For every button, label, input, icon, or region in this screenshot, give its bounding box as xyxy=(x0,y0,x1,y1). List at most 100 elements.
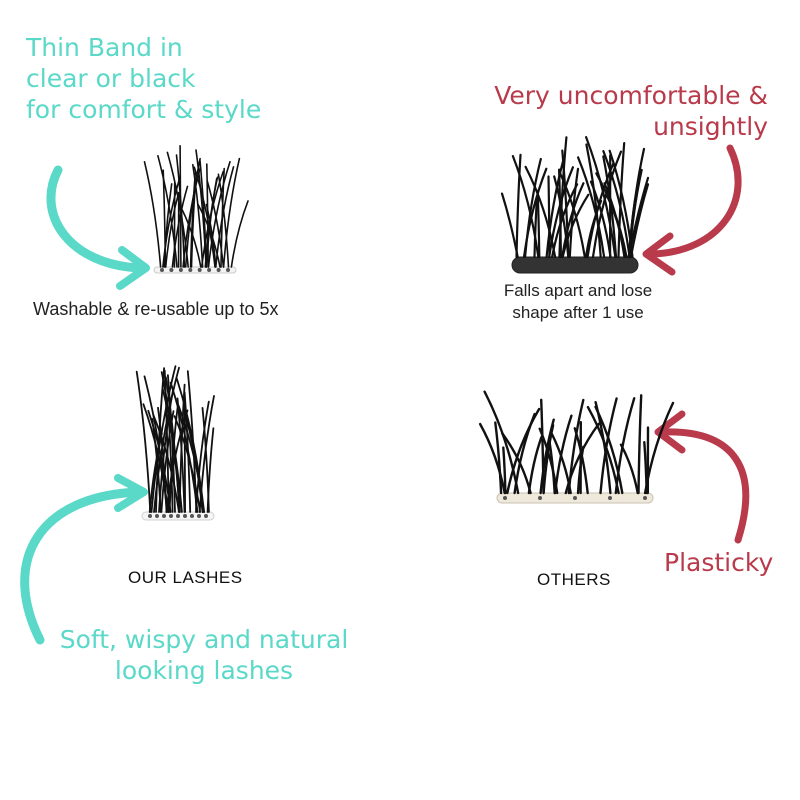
lash-strand xyxy=(553,414,573,495)
lash-knot xyxy=(643,496,647,500)
lash-strand xyxy=(515,153,522,259)
uncomfortable-callout: Very uncomfortable & unsightly xyxy=(494,81,768,141)
lash-knot xyxy=(176,514,180,518)
lash-strand xyxy=(539,418,555,495)
lash-strand xyxy=(550,433,572,495)
lash-strand xyxy=(164,191,180,268)
lash-strand xyxy=(152,414,180,513)
other-lash-bottom-image xyxy=(478,390,675,504)
lash-strand xyxy=(195,400,210,513)
lash-knot xyxy=(188,268,193,272)
lash-strand xyxy=(548,166,574,259)
lash-strand xyxy=(619,443,639,495)
lash-strand xyxy=(553,175,570,259)
lash-knot xyxy=(183,514,187,518)
lash-strand xyxy=(192,163,204,268)
lash-knot xyxy=(216,268,221,272)
lash-strand xyxy=(143,161,162,268)
lash-strand xyxy=(483,390,520,495)
soft-wispy-callout: Soft, wispy and natural looking lashes xyxy=(59,625,349,685)
lash-strand xyxy=(558,170,586,259)
lash-strand xyxy=(184,157,201,268)
thin-band-callout: Thin Band in clear or black for comfort … xyxy=(26,33,262,124)
lash-knot xyxy=(608,496,612,500)
lash-strand xyxy=(643,401,675,495)
other-lash-top-image xyxy=(500,136,650,274)
lash-strand xyxy=(540,398,545,495)
lash-strand xyxy=(205,177,218,268)
lash-strand xyxy=(201,407,210,513)
lash-strand xyxy=(577,156,606,259)
plasticky-callout: Plasticky xyxy=(664,548,774,577)
lash-strand xyxy=(586,162,615,259)
lash-strand xyxy=(206,163,209,268)
lash-strand xyxy=(200,170,224,268)
lash-knot xyxy=(162,514,166,518)
lash-knot xyxy=(573,496,577,500)
lash-strand xyxy=(585,143,602,259)
lash-strand xyxy=(594,401,612,495)
lash-strand xyxy=(163,183,173,268)
lash-strand xyxy=(220,167,225,268)
lash-strand xyxy=(179,145,182,268)
lash-strand xyxy=(142,403,170,513)
falls-apart-caption: Falls apart and lose shape after 1 use xyxy=(503,281,653,322)
lash-strand xyxy=(627,147,646,259)
lash-knot xyxy=(503,496,507,500)
lash-strand xyxy=(169,381,199,513)
lash-strand xyxy=(502,446,507,495)
lash-strand xyxy=(547,175,551,259)
lash-strand xyxy=(599,397,618,495)
lash-strand xyxy=(602,150,631,259)
lash-knot xyxy=(148,514,152,518)
lash-strand xyxy=(524,157,542,259)
lash-strand xyxy=(591,150,623,259)
lash-knot xyxy=(178,268,183,272)
lash-knot xyxy=(207,268,212,272)
lash-strand xyxy=(164,376,181,513)
lash-strand xyxy=(568,167,580,259)
lash-strand xyxy=(617,142,626,259)
washable-caption: Washable & re-usable up to 5x xyxy=(33,299,279,319)
lash-knot xyxy=(197,514,201,518)
lash-strand xyxy=(614,397,636,495)
lash-strand xyxy=(207,161,231,268)
our-lash-top-image xyxy=(143,145,249,274)
lash-knot xyxy=(155,514,159,518)
lash-knot xyxy=(160,268,164,272)
lash-band xyxy=(153,266,237,274)
our-lashes-label: OUR LASHES xyxy=(128,568,243,587)
lash-strand xyxy=(135,370,152,513)
our-lash-bottom-image xyxy=(135,365,215,521)
lash-strand xyxy=(478,422,506,495)
lash-strand xyxy=(602,155,618,259)
lash-strand xyxy=(230,200,249,268)
lash-knot xyxy=(190,514,194,518)
lash-strand xyxy=(637,394,643,495)
lash-strand xyxy=(586,405,620,495)
lash-strand xyxy=(147,409,172,513)
lash-strand xyxy=(153,366,180,513)
lash-knot xyxy=(169,268,174,272)
lash-strand xyxy=(176,397,186,513)
lash-knot xyxy=(226,268,230,272)
lash-band xyxy=(511,256,639,274)
lash-strand xyxy=(178,203,202,268)
lash-strand xyxy=(545,156,565,259)
lash-strand xyxy=(193,166,216,268)
lash-strand xyxy=(524,165,557,259)
others-label: OTHERS xyxy=(537,570,611,589)
lash-knot xyxy=(197,268,202,272)
lash-strand xyxy=(206,180,225,268)
lash-strand xyxy=(187,420,204,513)
lash-strand xyxy=(547,437,556,495)
lash-strand xyxy=(494,421,503,495)
lash-strand xyxy=(564,422,600,495)
lash-strand xyxy=(168,405,179,513)
lash-strand xyxy=(511,155,540,259)
lash-strand xyxy=(585,136,617,259)
